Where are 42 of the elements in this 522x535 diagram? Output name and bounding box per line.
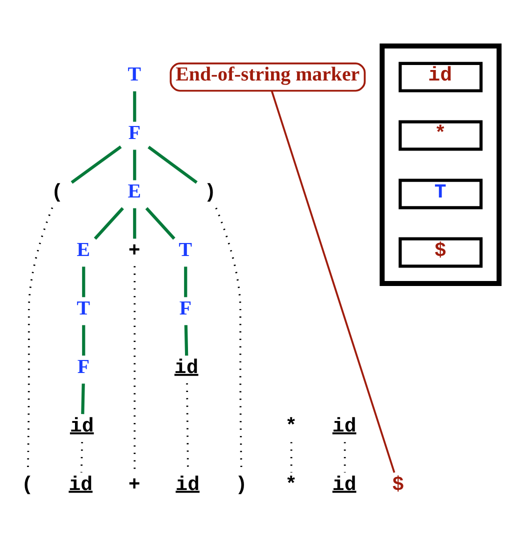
- node-text: ): [234, 472, 247, 496]
- connector: [270, 90, 395, 472]
- node-text: id: [175, 472, 200, 496]
- node-text: id: [332, 414, 356, 437]
- connector: [184, 324, 188, 356]
- node-text: T: [178, 238, 192, 260]
- connector: [80, 383, 84, 414]
- node-text: *: [284, 414, 297, 437]
- node-text: +: [128, 472, 140, 496]
- node-text: id: [68, 472, 92, 496]
- connector: [132, 208, 136, 238]
- node-text: F: [76, 355, 90, 378]
- node-box: *: [398, 120, 482, 150]
- node-text: $: [392, 472, 404, 496]
- connector: [184, 266, 187, 297]
- node-text: id: [332, 472, 356, 496]
- node-text: E: [76, 238, 90, 260]
- node-text: ): [204, 180, 216, 203]
- connector: [144, 206, 175, 240]
- connector: [132, 149, 136, 180]
- node-box: End-of-string marker: [169, 62, 366, 92]
- node-text: id: [174, 355, 198, 378]
- node-text: (: [50, 180, 63, 203]
- connector: [82, 324, 85, 356]
- node-text: *: [284, 472, 297, 496]
- node-box: id: [398, 61, 482, 92]
- node-text: +: [128, 238, 140, 262]
- connector: [70, 145, 122, 184]
- connector: [132, 90, 136, 122]
- node-text: F: [178, 296, 192, 319]
- node-box: $: [398, 236, 482, 268]
- connector: [147, 145, 198, 184]
- node-text: T: [76, 296, 90, 319]
- node-text: (: [20, 472, 33, 496]
- node-text: E: [127, 180, 141, 202]
- connector: [93, 206, 124, 240]
- cluster: [379, 42, 502, 286]
- node-text: id: [69, 414, 94, 437]
- node-text: F: [128, 122, 140, 144]
- connector: [82, 266, 85, 297]
- node-box: T: [398, 178, 482, 209]
- node-text: T: [127, 63, 141, 86]
